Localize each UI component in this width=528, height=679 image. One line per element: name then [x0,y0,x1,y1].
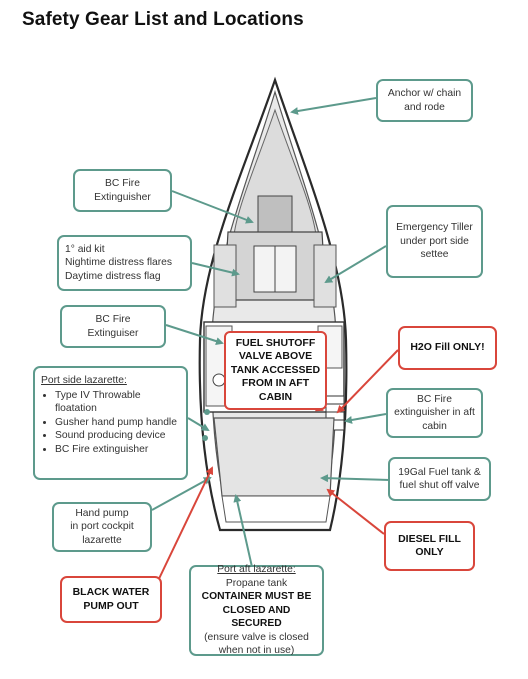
stern-deck [221,495,331,523]
fire-extinguisher-mid-label: BC Fire Extinguiser [60,305,166,348]
port-lazarette-marker [204,409,210,415]
diesel-fill-label: DIESEL FILL ONLY [384,521,475,571]
h2o-fill-label: H2O Fill ONLY! [398,326,497,370]
arrow-diesel [326,488,385,535]
port-settee [213,244,237,308]
arrow-fuel-tank [320,474,391,483]
port-side-lazarette-items: Type IV Throwable floatation Gusher hand… [41,389,180,457]
page-title: Safety Gear List and Locations [22,9,304,30]
port-aft-lazarette-heading: Port aft lazarette: [217,564,296,576]
fire-extinguisher-bow-label: BC Fire Extinguisher [73,169,172,212]
port-lazarette-marker-2 [202,435,208,441]
emergency-tiller-label: Emergency Tiller under port side settee [386,205,483,278]
fuel-shutoff-label: FUEL SHUTOFF VALVE ABOVE TANK ACCESSED F… [224,331,327,410]
list-item: Sound producing device [55,429,180,443]
hand-pump-label: Hand pump in port cockpit lazarette [52,502,152,552]
arrow-h2o [336,349,399,414]
arrow-tiller [324,245,387,284]
arrow-fire-mid [165,324,224,345]
list-item: Type IV Throwable floatation [55,389,180,416]
arrow-fire-aft [344,413,387,424]
list-item: Gusher hand pump handle [55,416,180,430]
aid-kit-label: 1° aid kit Nightime distress flares Dayt… [57,235,192,291]
arrow-hand-pump [151,477,212,511]
arrow-fire-bow [171,190,254,224]
port-aft-lazarette-label: Port aft lazarette: Propane tank CONTAIN… [189,564,324,656]
fuel-tank-label: 19Gal Fuel tank & fuel shut off valve [388,457,491,501]
arrow-port-aft-lazarette [233,494,253,568]
starboard-settee [313,244,337,308]
black-water-pump-out-label: BLACK WATER PUMP OUT [60,576,162,623]
cockpit [213,417,335,497]
list-item: BC Fire extinguisher [55,443,180,457]
anchor-label: Anchor w/ chain and rode [376,79,473,122]
fire-extinguisher-aft-label: BC Fire extinguisher in aft cabin [386,388,483,438]
arrow-black-water [155,466,214,586]
arrow-port-lazarette [187,417,210,432]
port-side-lazarette-heading: Port side lazarette: [41,375,127,386]
arrow-anchor [290,97,377,115]
port-side-lazarette-label: Port side lazarette: Type IV Throwable f… [33,366,188,480]
arrow-aid-kit [191,262,240,277]
